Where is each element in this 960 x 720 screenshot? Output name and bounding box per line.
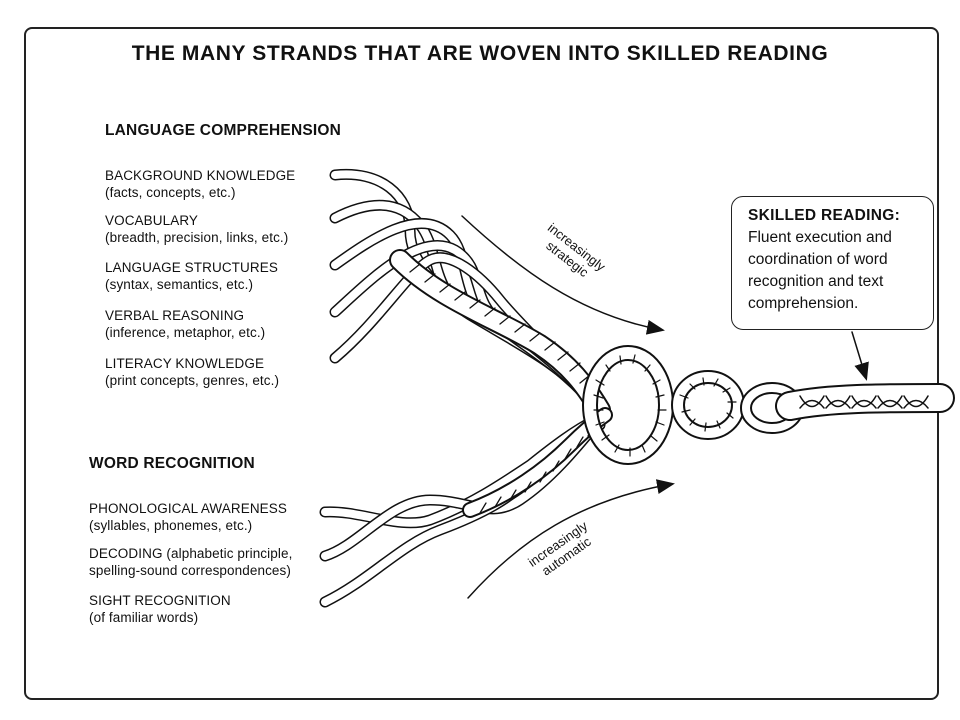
skilled-reading-box: SKILLED READING: Fluent execution and co… — [731, 196, 934, 330]
strand-sight-recognition: SIGHT RECOGNITION (of familiar words) — [89, 592, 231, 626]
skilled-reading-line: coordination of word — [748, 251, 888, 268]
diagram-title: THE MANY STRANDS THAT ARE WOVEN INTO SKI… — [131, 42, 829, 65]
strand-desc: spelling-sound correspondences) — [89, 563, 291, 578]
strand-phonological-awareness: PHONOLOGICAL AWARENESS (syllables, phone… — [89, 500, 287, 534]
skilled-pointer-arrow — [851, 331, 869, 381]
skilled-reading-line: comprehension. — [748, 295, 859, 312]
lower-arrow — [467, 479, 675, 599]
loop-texture — [593, 354, 737, 457]
skilled-reading-line: Fluent execution and — [748, 229, 892, 246]
strand-language-structures: LANGUAGE STRUCTURES (syntax, semantics, … — [105, 259, 278, 293]
upper-arrow — [461, 215, 665, 335]
strand-desc: (breadth, precision, links, etc.) — [105, 230, 289, 245]
strand-name: PHONOLOGICAL AWARENESS — [89, 501, 287, 516]
strand-desc: (syntax, semantics, etc.) — [105, 277, 254, 292]
strand-name: VOCABULARY — [105, 213, 199, 228]
word-braid — [462, 407, 613, 518]
strand-name: LITERACY KNOWLEDGE — [105, 356, 265, 371]
strand-name: SIGHT RECOGNITION — [89, 593, 231, 608]
skilled-rope — [775, 383, 955, 421]
rope-loops — [582, 345, 804, 465]
word-recognition-heading: WORD RECOGNITION — [89, 455, 255, 472]
strand-vocabulary: VOCABULARY (breadth, precision, links, e… — [105, 212, 288, 246]
language-comprehension-heading: LANGUAGE COMPREHENSION — [105, 122, 342, 139]
strand-name: BACKGROUND KNOWLEDGE — [105, 168, 296, 183]
strand-desc: (facts, concepts, etc.) — [105, 185, 236, 200]
strand-name: DECODING (alphabetic principle, — [89, 546, 293, 561]
strand-literacy-knowledge: LITERACY KNOWLEDGE (print concepts, genr… — [105, 355, 279, 389]
skilled-reading-line: recognition and text — [748, 273, 884, 290]
strand-desc: (inference, metaphor, etc.) — [105, 325, 266, 340]
language-braid — [389, 249, 611, 421]
strand-decoding: DECODING (alphabetic principle, spelling… — [89, 545, 292, 579]
diagram-frame — [24, 27, 939, 700]
skilled-reading-title: SKILLED READING: — [748, 207, 901, 224]
strand-name: LANGUAGE STRUCTURES — [105, 260, 278, 275]
strand-name: VERBAL REASONING — [105, 308, 245, 323]
strand-verbal-reasoning: VERBAL REASONING (inference, metaphor, e… — [105, 307, 265, 341]
strand-desc: (of familiar words) — [89, 610, 199, 625]
strand-background-knowledge: BACKGROUND KNOWLEDGE (facts, concepts, e… — [105, 167, 295, 201]
strand-desc: (print concepts, genres, etc.) — [105, 373, 280, 388]
language-strands — [329, 168, 604, 416]
strand-desc: (syllables, phonemes, etc.) — [89, 518, 253, 533]
